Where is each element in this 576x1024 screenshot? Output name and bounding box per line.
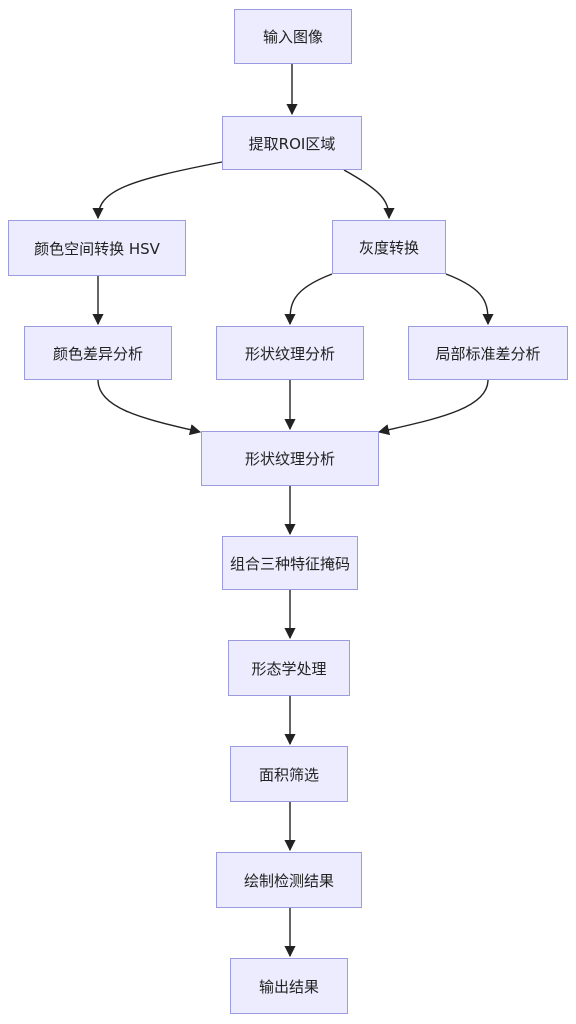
node-extract-roi-label: 提取ROI区域 (248, 134, 336, 153)
node-local-std-label: 局部标准差分析 (435, 344, 541, 363)
node-input-image: 输入图像 (234, 9, 352, 64)
node-combine-masks-label: 组合三种特征掩码 (229, 554, 350, 573)
node-shape-texture-a-label: 形状纹理分析 (244, 344, 335, 363)
node-area-filter: 面积筛选 (230, 746, 348, 802)
node-morphology-label: 形态学处理 (251, 659, 327, 678)
edge-localstd-to-merge (377, 379, 489, 436)
node-local-std: 局部标准差分析 (408, 326, 568, 380)
node-combine-masks: 组合三种特征掩码 (222, 536, 358, 590)
node-draw-results: 绘制检测结果 (216, 852, 362, 908)
node-gray-convert-label: 灰度转换 (358, 238, 419, 257)
edge-roi-to-hsv (92, 161, 223, 220)
edge-gray-to-shapetexture (284, 273, 333, 326)
node-color-diff: 颜色差异分析 (24, 326, 172, 380)
edge-gray-to-localstd (445, 273, 494, 326)
node-area-filter-label: 面积筛选 (258, 765, 319, 784)
node-hsv-convert: 颜色空间转换 HSV (8, 220, 186, 276)
node-color-diff-label: 颜色差异分析 (52, 344, 143, 363)
node-draw-results-label: 绘制检测结果 (243, 871, 334, 890)
edge-roi-to-gray (343, 169, 395, 220)
edge-colordiff-to-merge (97, 379, 202, 436)
node-input-image-label: 输入图像 (262, 28, 323, 46)
node-morphology: 形态学处理 (228, 640, 350, 696)
node-output-results: 输出结果 (230, 958, 348, 1014)
node-shape-texture-b-label: 形状纹理分析 (244, 450, 335, 468)
node-hsv-convert-label: 颜色空间转换 HSV (34, 239, 160, 258)
node-gray-convert: 灰度转换 (332, 220, 446, 274)
node-shape-texture-a: 形状纹理分析 (216, 326, 364, 380)
node-output-results-label: 输出结果 (258, 977, 319, 996)
node-extract-roi: 提取ROI区域 (222, 116, 362, 170)
node-shape-texture-b: 形状纹理分析 (201, 431, 379, 486)
